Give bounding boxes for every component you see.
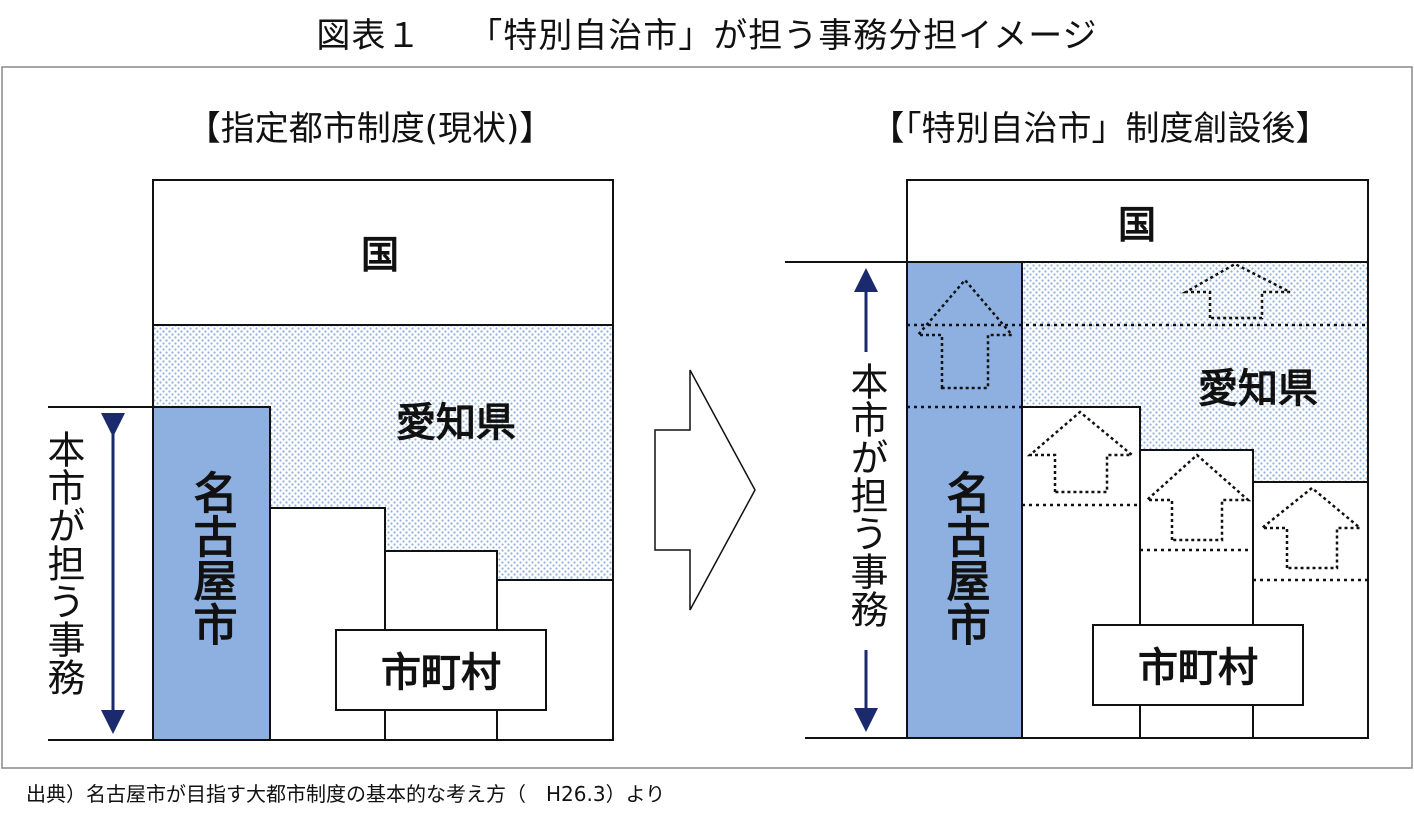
dotted-up-arrow-icons (915, 262, 1364, 570)
current-system-diagram: 【指定都市制度(現状)】 国 愛知県 名古屋市 市町村 本市が担う事務 (41, 109, 614, 741)
figure-title: 図表１ 「特別自治市」が担う事務分担イメージ (316, 16, 1098, 56)
right-heading: 【「特別自治市」制度創設後】 (871, 109, 1330, 149)
up-arrow-icon (1258, 486, 1364, 570)
scope-label: 本市が担う事務 (844, 362, 888, 628)
transition-arrow-icon (654, 369, 756, 611)
kuni-block (906, 179, 1369, 263)
nagoya-label: 名古屋市 (939, 470, 991, 646)
up-arrow-icon (1181, 262, 1291, 320)
kuni-block (152, 179, 614, 326)
kuni-label: 国 (1118, 203, 1156, 247)
aichi-label: 愛知県 (396, 400, 516, 446)
kuni-label: 国 (361, 233, 399, 277)
up-arrow-icon (1143, 453, 1252, 542)
municipalities-label-box (1092, 624, 1304, 706)
scope-label: 本市が担う事務 (41, 430, 85, 696)
nagoya-block (906, 261, 1023, 739)
outer-frame (1, 66, 1413, 769)
transfer-lines (907, 323, 1368, 582)
municipalities-label: 市町村 (381, 650, 501, 696)
nagoya-label: 名古屋市 (186, 470, 238, 646)
aichi-label: 愛知県 (1198, 366, 1318, 412)
special-city-diagram: 【「特別自治市」制度創設後】 国 愛知県 名古屋市 市町村 本市が担う (785, 109, 1369, 739)
source-caption: 出典）名古屋市が目指す大都市制度の基本的な考え方（ H26.3）より (26, 782, 666, 806)
municipalities-label: 市町村 (1138, 645, 1258, 691)
municipalities-label-box (335, 629, 547, 711)
left-heading: 【指定都市制度(現状)】 (187, 109, 554, 149)
up-arrow-icon (915, 278, 1015, 390)
